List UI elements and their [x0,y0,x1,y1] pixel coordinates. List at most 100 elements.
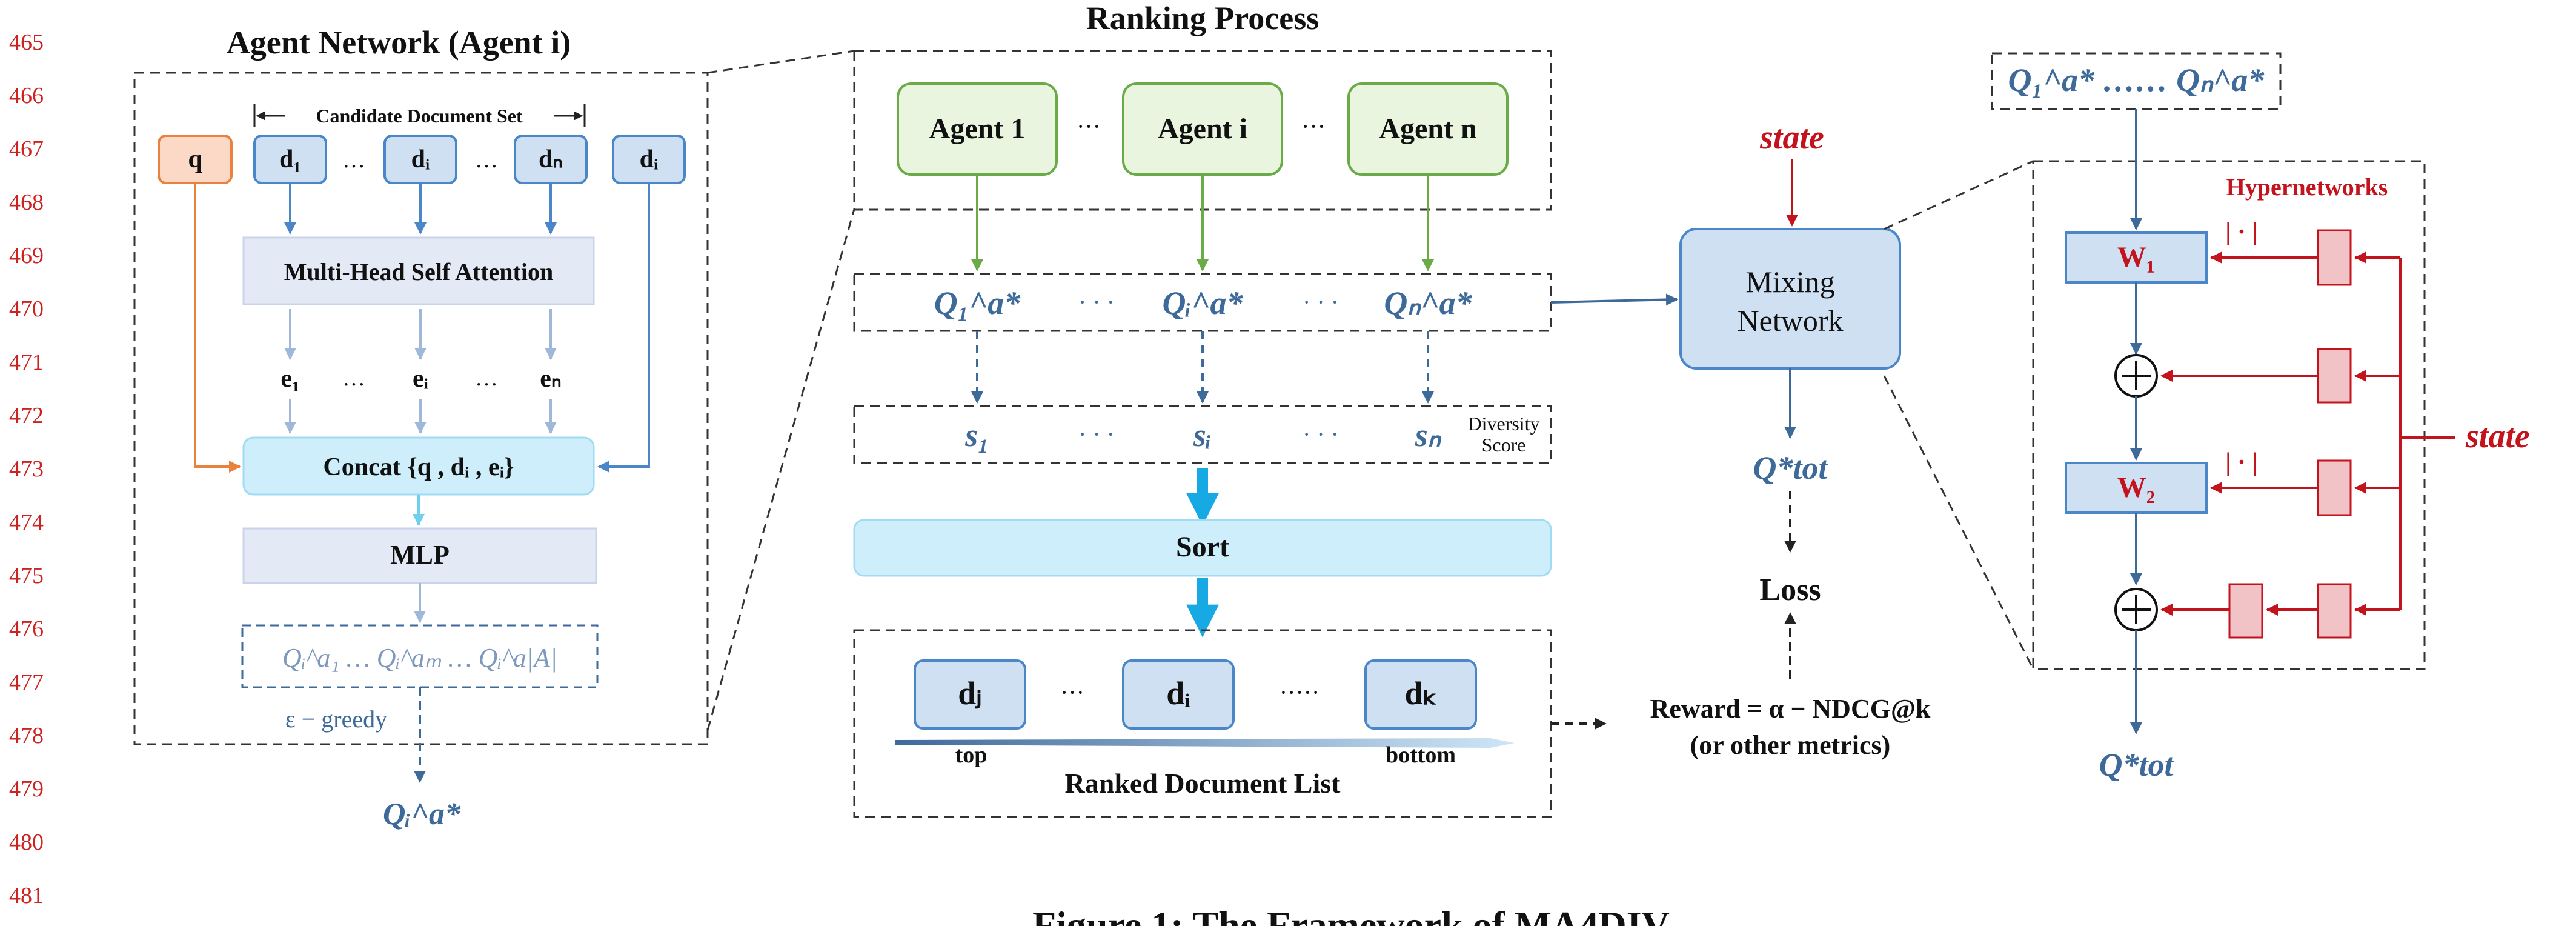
score-i: sᵢ [1193,417,1212,453]
candidate-set-label: Candidate Document Set [316,105,523,127]
hyper-q-row-label: Q₁^a* …… Qₙ^a* [2008,62,2265,98]
hyper-q-tot: Q*tot [2099,747,2174,783]
abs-label-1: | · | [2225,218,2258,246]
diversity-label-1: Diversity [1467,413,1539,435]
hyper-bias-box-2a [2228,583,2263,639]
query-arrow [194,183,241,473]
doc-label-i: dᵢ [411,145,430,173]
figure-caption: Figure 1: The Framework of MA4DIV [1032,904,1670,926]
hyper-weight-box-1 [2317,229,2352,286]
w1-label: W₁ [2117,241,2155,273]
line-number: 466 [9,83,44,108]
zoom-line-top [707,50,855,74]
bottom-label: bottom [1386,742,1456,768]
score-1: s₁ [964,417,989,453]
line-number: 480 [9,830,44,855]
hyper-zoom-line-top [1884,160,2034,230]
hypernetworks-title: Hypernetworks [2226,173,2388,201]
line-number: 468 [9,190,44,215]
doc-label-extra: dᵢ [640,145,659,173]
w1-box [2065,232,2208,284]
hyper-bias-box-1 [2317,348,2352,404]
q-values-label: Qᵢ^a₁ … Qᵢ^aₘ … Qᵢ^a|A| [282,643,557,673]
q-star-1: Q₁^a* [934,285,1021,321]
ranked-doc-j: dⱼ [958,675,981,711]
doc-extra-arrow [597,183,650,473]
query-label: q [188,145,202,173]
agent-output-label: Qᵢ^a* [383,797,461,831]
ranked-ellipsis-2: ····· [1280,679,1320,706]
reward-label-1: Reward = α − NDCG@k [1650,694,1931,724]
sort-label: Sort [1176,531,1229,563]
line-number: 470 [9,296,44,322]
doc-ellipsis-2: … [475,147,498,173]
self-attention-label: Multi-Head Self Attention [284,258,553,285]
line-number: 473 [9,456,44,482]
hyper-state-label: state [2465,418,2530,455]
embedding-1: e₁ [281,365,299,393]
ranked-doc-box-j [914,659,1026,730]
reward-label-2: (or other metrics) [1690,730,1891,760]
q-star-dots-1: · · · [1078,288,1115,316]
line-number: 472 [9,403,44,428]
self-attention-box [242,236,595,305]
ranked-ellipsis-1: ··· [1060,679,1084,706]
embedding-i: eᵢ [413,365,428,393]
line-number: 477 [9,670,44,695]
hyper-bias-box-2b [2317,583,2352,639]
greedy-label: ε − greedy [285,705,387,733]
ranked-list-label: Ranked Document List [1065,768,1341,799]
w2-box [2065,462,2208,514]
ranked-doc-box-k [1364,659,1477,730]
line-number: 481 [9,883,44,908]
mlp-box [242,527,597,584]
agent-network-title: Agent Network (Agent i) [227,24,571,61]
agent-ellipsis-2: ··· [1301,113,1326,140]
embedding-n: eₙ [540,365,561,393]
line-number: 469 [9,243,44,268]
q-star-dots-2: · · · [1303,288,1339,316]
hyper-zoom-line-bottom [1883,375,2034,670]
mixing-network-box [1679,228,1901,370]
score-n: sₙ [1415,417,1442,453]
ranking-title: Ranking Process [1086,0,1320,36]
line-number: 474 [9,510,44,535]
abs-label-2: | · | [2225,448,2258,476]
agent-label-n: Agent n [1379,113,1476,145]
w2-label: W₂ [2117,471,2155,504]
ranked-doc-box-i [1122,659,1235,730]
rank-order-arrow [895,738,1515,748]
line-number: 476 [9,616,44,642]
doc-ellipsis-1: … [342,147,365,173]
diversity-label-2: Score [1482,434,1526,456]
score-dots-1: · · · [1078,421,1115,448]
hypernetworks-frame [2032,160,2426,670]
line-number: 465 [9,30,44,55]
line-number: 471 [9,350,44,375]
doc-label-n: dₙ [539,145,563,173]
zoom-line-bottom [706,208,855,731]
doc-label-1: d₁ [279,145,301,173]
score-dots-2: · · · [1303,421,1339,448]
mixing-state-label: state [1759,119,1824,156]
line-number: 479 [9,776,44,802]
mixing-q-tot: Q*tot [1753,450,1828,486]
hyper-weight-box-2 [2317,459,2352,516]
ranked-doc-k: dₖ [1404,675,1436,711]
q-to-mixing-arrow [1550,293,1678,306]
embedding-ellipsis-1: … [342,365,365,391]
mlp-label: MLP [390,540,450,570]
agent-label-i: Agent i [1158,113,1247,145]
ranked-doc-i: dᵢ [1166,675,1190,711]
line-number: 475 [9,563,44,588]
q-star-n: Qₙ^a* [1384,285,1472,321]
q-values-box [241,624,599,688]
score-row [853,405,1552,464]
concat-label: Concat {q , dᵢ , eᵢ} [323,453,514,481]
q-star-i: Qᵢ^a* [1163,285,1244,321]
mixing-label-2: Network [1738,304,1844,338]
line-number: 467 [9,136,44,162]
embedding-ellipsis-2: … [475,365,498,391]
line-number: 478 [9,723,44,748]
